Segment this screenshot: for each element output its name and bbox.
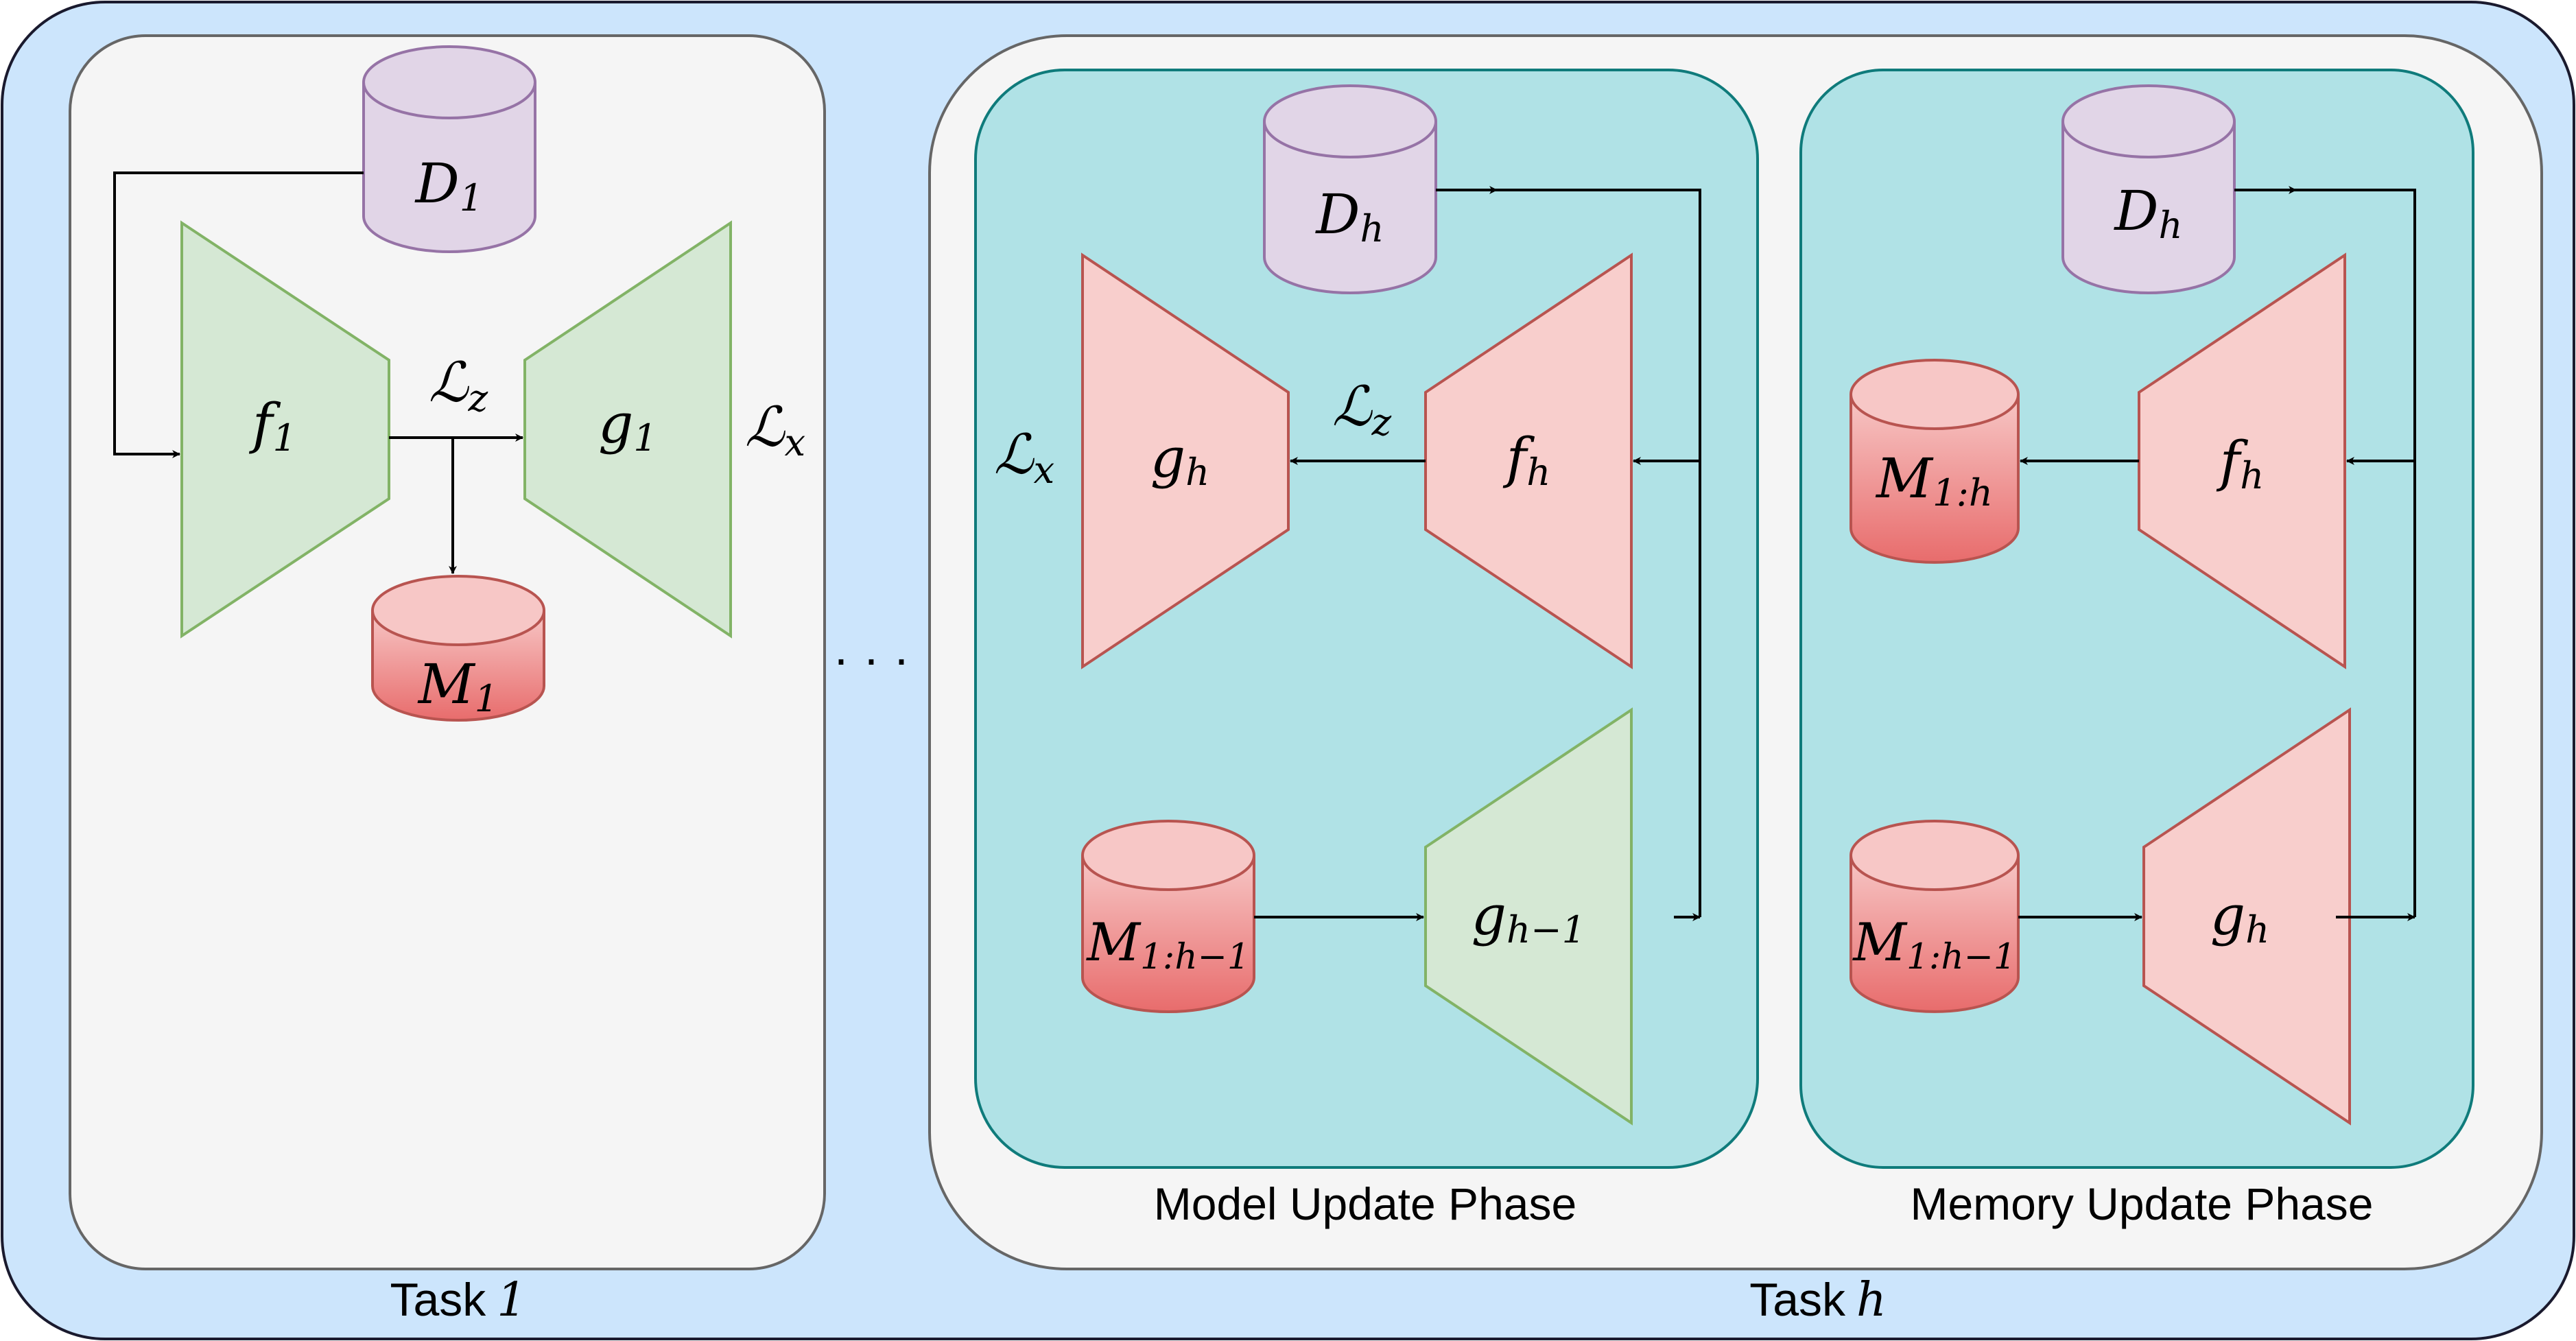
task-1-loss-x: ℒx bbox=[745, 395, 805, 464]
model-phase-edge-bus bbox=[1497, 189, 1701, 917]
memory-update-phase-label: Memory Update Phase bbox=[1911, 1178, 2374, 1229]
model-phase-loss-z: ℒz bbox=[1332, 375, 1392, 444]
memory-phase-encoder-label: fh bbox=[2217, 429, 2265, 497]
memory-phase-edge-bus bbox=[2296, 189, 2416, 917]
task-1-data-label: D1 bbox=[414, 152, 484, 219]
model-phase-data-label: Dh bbox=[1314, 182, 1384, 250]
memory-phase-old-memory-label: M1:h−1 bbox=[1852, 912, 2016, 977]
model-phase-memory-label: M1:h−1 bbox=[1085, 912, 1250, 977]
memory-phase-encoder: fh bbox=[2138, 252, 2346, 669]
model-phase-encoder: fh bbox=[1424, 252, 1633, 669]
task-1-memory-cylinder: M1 bbox=[371, 575, 545, 722]
model-phase-prev-decoder-label: gh−1 bbox=[1472, 883, 1585, 951]
memory-phase-data-label: Dh bbox=[2113, 179, 2182, 247]
model-phase-data-cylinder: Dh bbox=[1263, 84, 1437, 294]
model-phase-decoder: gh bbox=[1081, 252, 1290, 669]
task-1-edge-data-to-encoder bbox=[113, 171, 364, 458]
task-h-panel: Dh gh fh ℒx ℒz M1:h−1 bbox=[928, 34, 2543, 1327]
model-phase-memory-cylinder: M1:h−1 bbox=[1081, 820, 1255, 1013]
task-ellipsis: · · · bbox=[833, 632, 910, 687]
task-1-data-cylinder: D1 bbox=[362, 45, 536, 253]
memory-phase-data-cylinder: Dh bbox=[2061, 84, 2236, 294]
memory-phase-old-memory-cylinder: M1:h−1 bbox=[1850, 820, 2020, 1013]
task-1-decoder: g1 bbox=[523, 220, 732, 639]
model-update-phase-label: Model Update Phase bbox=[1154, 1178, 1576, 1229]
memory-phase-decoder-label: gh bbox=[2210, 883, 2269, 951]
model-update-phase: Dh gh fh ℒx ℒz M1:h−1 bbox=[974, 69, 1759, 1229]
model-phase-prev-decoder: gh−1 bbox=[1424, 707, 1633, 1126]
task-1-encoder: f1 bbox=[180, 220, 390, 639]
task-1-memory-label: M1 bbox=[417, 652, 499, 720]
memory-phase-new-memory-cylinder: M1:h bbox=[1850, 359, 2020, 564]
task-1-loss-z: ℒz bbox=[429, 351, 488, 420]
memory-update-phase: Dh M1:h fh M1:h−1 gh bbox=[1799, 69, 2474, 1229]
model-phase-loss-x: ℒx bbox=[994, 423, 1054, 492]
memory-phase-new-memory-label: M1:h bbox=[1875, 447, 1993, 514]
task-1-decoder-label: g1 bbox=[598, 392, 657, 460]
model-phase-decoder-label: gh bbox=[1150, 426, 1209, 494]
memory-phase-decoder: gh bbox=[2142, 707, 2351, 1126]
model-phase-encoder-label: fh bbox=[1503, 426, 1551, 494]
